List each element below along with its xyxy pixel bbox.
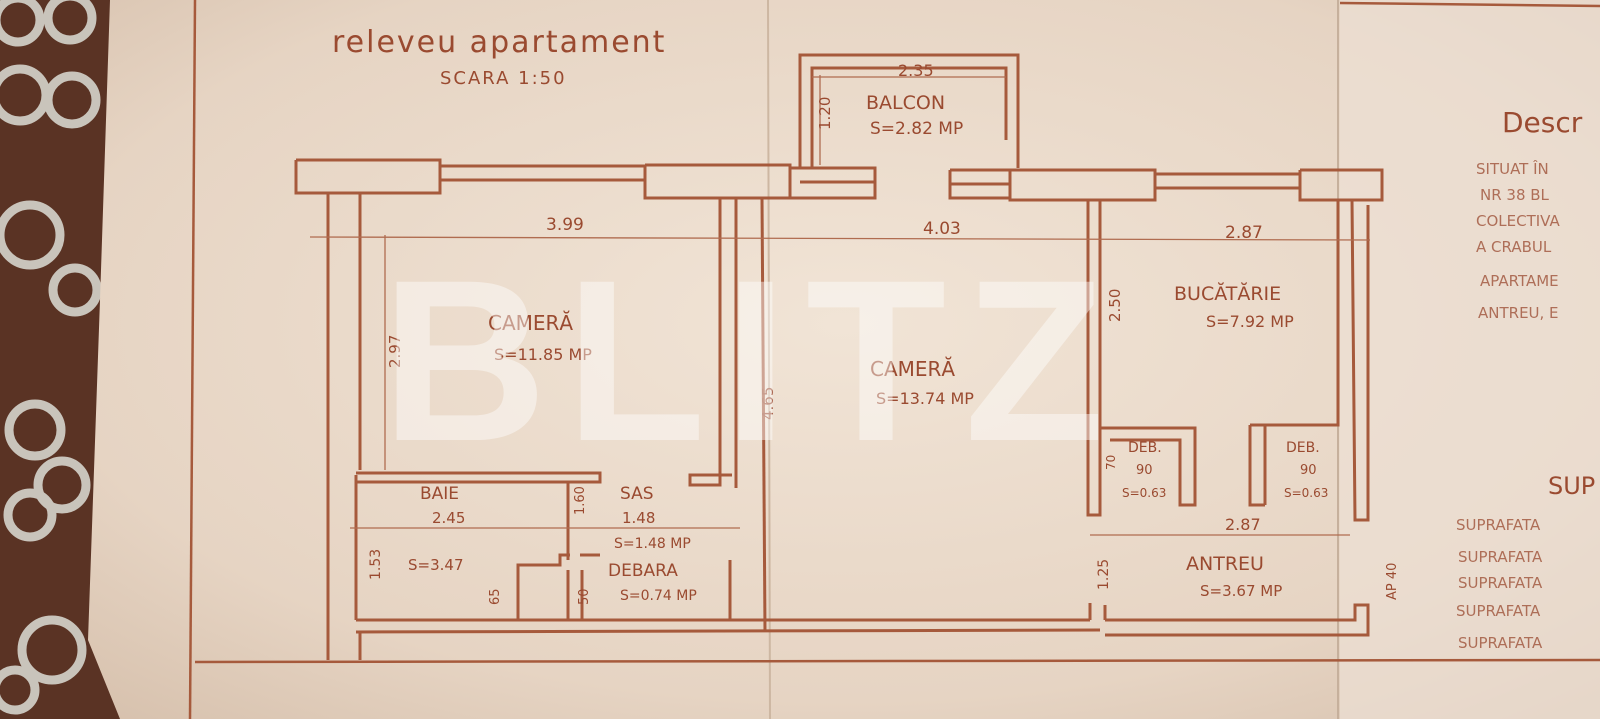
dim-left-height: 2.97 — [386, 335, 404, 368]
dim-bath-small: 65 — [488, 588, 503, 605]
room-sas-name: SAS — [620, 484, 654, 504]
description-line: SITUAT ÎN — [1476, 159, 1549, 178]
room-debara-name: DEBARA — [608, 561, 678, 581]
room-deb2-code: 90 — [1300, 463, 1317, 478]
dim-deb-height: 70 — [1104, 455, 1118, 470]
sup-line: SUPRAFATA — [1458, 548, 1543, 566]
sup-line: SUPRAFATA — [1456, 602, 1541, 620]
room-deb1-code: 90 — [1136, 463, 1153, 478]
room-baie-width: 2.45 — [432, 509, 465, 527]
dim-antreu-width: 2.87 — [1225, 515, 1261, 534]
dim-antreu-height: 1.25 — [1096, 559, 1112, 590]
room-antreu-name: ANTREU — [1186, 553, 1264, 575]
sup-line: SUPRAFATA — [1458, 574, 1543, 592]
room-baie-area: S=3.47 — [408, 556, 464, 574]
room-camera1-name: CAMERĂ — [488, 311, 573, 335]
description-line: A CRABUL — [1476, 238, 1552, 256]
room-balcon-name: BALCON — [866, 92, 945, 114]
dim-balcon-height: 1.20 — [816, 97, 834, 130]
sup-heading: SUP — [1548, 472, 1595, 500]
room-camera2-area: S=13.74 MP — [876, 389, 974, 408]
description-line: COLECTIVA — [1476, 212, 1560, 230]
room-sas-width: 1.48 — [622, 509, 655, 527]
dim-middle-height: 4.65 — [759, 387, 777, 420]
drawing-frame — [188, 0, 1600, 719]
dimension-lines — [309, 75, 1371, 536]
paper-right-panel — [1340, 0, 1600, 719]
walls — [294, 53, 1384, 660]
door-mark: AP 40 — [1385, 563, 1400, 600]
room-deb2-name: DEB. — [1286, 440, 1320, 456]
description-line: NR 38 BL — [1480, 186, 1550, 204]
dim-left-width: 3.99 — [546, 215, 584, 235]
room-deb2-area: S=0.63 — [1284, 486, 1328, 500]
room-labels: BALCON S=2.82 MP CAMERĂ S=11.85 MP CAMER… — [408, 92, 1328, 604]
dimension-labels: 3.99 4.03 2.87 2.35 1.20 2.97 4.65 2.50 … — [368, 61, 1400, 605]
room-camera1-area: S=11.85 MP — [494, 345, 592, 364]
room-kitchen-area: S=7.92 MP — [1206, 312, 1294, 331]
room-baie-name: BAIE — [420, 484, 459, 504]
room-antreu-area: S=3.67 MP — [1200, 582, 1282, 600]
dim-debara-small: 50 — [577, 588, 592, 605]
dim-kitchen-height: 2.50 — [1106, 289, 1124, 322]
sup-line: SUPRAFATA — [1458, 634, 1543, 652]
dim-sas-height: 1.60 — [573, 486, 588, 515]
room-deb1-area: S=0.63 — [1122, 486, 1166, 500]
dim-middle-width: 4.03 — [923, 219, 961, 239]
room-balcon-area: S=2.82 MP — [870, 119, 963, 139]
room-sas-area: S=1.48 MP — [614, 536, 691, 552]
dim-right-width: 2.87 — [1225, 223, 1263, 243]
plan-title: releveu apartament — [332, 25, 666, 60]
description-line: ANTREU, E — [1478, 304, 1559, 322]
description-heading: Descr — [1502, 106, 1583, 139]
description-line: APARTAME — [1480, 272, 1559, 290]
lace-background — [0, 0, 102, 715]
paper-fold — [767, 0, 771, 719]
room-deb1-name: DEB. — [1128, 440, 1162, 456]
sup-line: SUPRAFATA — [1456, 516, 1541, 534]
room-camera2-name: CAMERĂ — [870, 357, 955, 381]
room-kitchen-name: BUCĂTĂRIE — [1174, 281, 1281, 305]
room-debara-area: S=0.74 MP — [620, 588, 697, 604]
dim-bath-height: 1.53 — [368, 549, 384, 580]
plan-scale: SCARA 1:50 — [440, 68, 567, 89]
watermark: BLITZ — [381, 232, 1122, 489]
dim-balcon-width: 2.35 — [898, 61, 934, 80]
description-panel: Descr SITUAT ÎN NR 38 BL COLECTIVA A CRA… — [1456, 106, 1595, 652]
